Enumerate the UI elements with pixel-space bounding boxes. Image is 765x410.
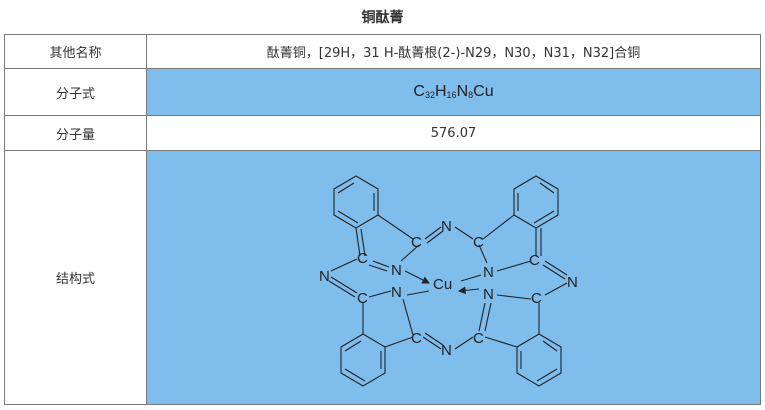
svg-text:C: C: [411, 330, 422, 347]
svg-text:N: N: [441, 342, 452, 359]
table-row: 其他名称 酞菁铜，[29H，31 H-酞菁根(2-)-N29，N30，N31，N…: [4, 34, 761, 69]
benzene-ring-upper-right: [513, 174, 559, 229]
info-table: 其他名称 酞菁铜，[29H，31 H-酞菁根(2-)-N29，N30，N31，N…: [4, 34, 761, 405]
row-label-other-names: 其他名称: [4, 34, 147, 69]
svg-text:N: N: [391, 262, 402, 279]
svg-text:N: N: [483, 286, 494, 303]
svg-text:N: N: [391, 284, 402, 301]
structure-diagram: C N C C N C N N N Cu C N N C C N C: [319, 174, 578, 387]
svg-text:C: C: [357, 290, 368, 307]
table-caption: 铜酞菁: [361, 10, 404, 26]
table-row: 分子量 576.07: [4, 115, 761, 151]
svg-text:C: C: [529, 252, 540, 269]
svg-text:N: N: [441, 218, 452, 235]
molar-mass-value: 576.07: [146, 115, 761, 151]
benzene-ring-lower-left: [340, 332, 386, 387]
svg-text:C: C: [473, 330, 484, 347]
row-label-formula: 分子式: [4, 68, 147, 116]
row-label-structure: 结构式: [4, 150, 147, 405]
svg-text:C: C: [473, 234, 484, 251]
svg-text:N: N: [567, 274, 578, 291]
table-row: 分子式 C32H16N8Cu: [4, 68, 761, 116]
svg-text:C: C: [531, 290, 542, 307]
svg-text:N: N: [483, 264, 494, 281]
structure-cell: C N C C N C N N N Cu C N N C C N C: [146, 150, 761, 405]
molecular-formula: C32H16N8Cu: [413, 83, 494, 100]
svg-text:C: C: [411, 234, 422, 251]
svg-text:Cu: Cu: [433, 276, 452, 293]
svg-text:N: N: [319, 268, 330, 285]
atom-labels: C N C C N C N N N Cu C N N C C N C: [319, 218, 578, 359]
table-row: 结构式: [4, 150, 761, 405]
benzene-ring-upper-left: [333, 174, 379, 229]
formula-cell: C32H16N8Cu: [146, 68, 761, 116]
other-names-value: 酞菁铜，[29H，31 H-酞菁根(2-)-N29，N30，N31，N32]合铜: [146, 34, 761, 69]
svg-text:C: C: [357, 250, 368, 267]
benzene-ring-lower-right: [516, 332, 562, 387]
row-label-molar-mass: 分子量: [4, 115, 147, 151]
